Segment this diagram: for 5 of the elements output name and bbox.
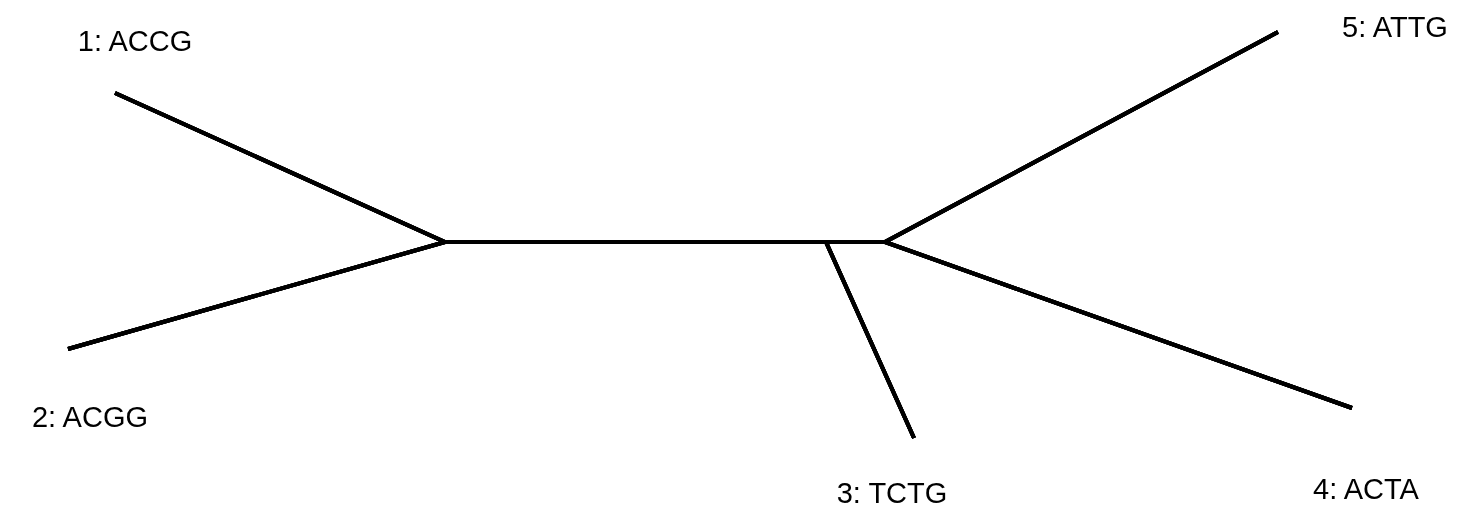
sequence-label: 2: ACGG: [32, 402, 148, 434]
sequence-label: 3: TCTG: [836, 478, 948, 510]
sequence-label: 4: ACTA: [1313, 474, 1419, 506]
sequence-label: 1: ACCG: [77, 26, 193, 58]
sequence-label: 5: ATTG: [1342, 12, 1448, 44]
